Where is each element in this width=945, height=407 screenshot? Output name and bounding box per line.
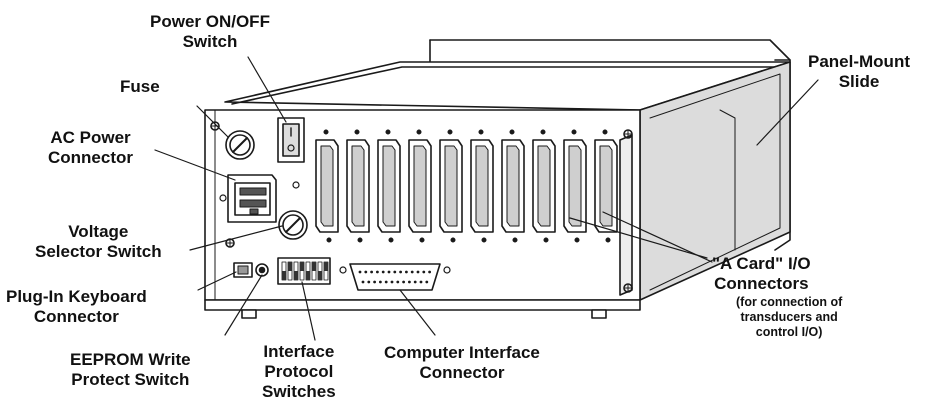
label-a-card-note: (for connection of transducers and contr…: [736, 295, 843, 339]
a-card-slot: [346, 129, 370, 243]
fuse-holder: [225, 130, 255, 160]
a-card-slot: [470, 129, 494, 243]
callout-lines: [154, 56, 819, 341]
ac-power-connector: [219, 174, 300, 223]
a-card-slot: [532, 129, 556, 243]
a-card-slots: [315, 129, 618, 243]
computer-interface-db25: [339, 263, 451, 291]
a-card-slot: [315, 129, 339, 243]
label-voltage-selector: Voltage Selector Switch: [35, 222, 162, 261]
interface-protocol-switch-block: [277, 257, 331, 285]
label-panel-mount-slide: Panel-Mount Slide: [808, 52, 910, 91]
power-switch: [277, 117, 305, 163]
a-card-slot: [377, 129, 401, 243]
voltage-selector: [278, 210, 308, 240]
a-card-slot: [439, 129, 463, 243]
panel-mount-slide: [429, 39, 791, 251]
label-interface-protocol: Interface Protocol Switches: [262, 342, 336, 401]
label-a-card-connectors: "A Card" I/O Connectors: [712, 254, 811, 293]
keyboard-connector: [233, 262, 269, 278]
label-eeprom-switch: EEPROM Write Protect Switch: [70, 350, 191, 389]
a-card-slot: [594, 129, 618, 243]
a-card-slot: [563, 129, 587, 243]
label-fuse: Fuse: [120, 77, 160, 96]
label-ac-power-connector: AC Power Connector: [48, 128, 133, 167]
label-power-switch: Power ON/OFF Switch: [150, 12, 270, 51]
label-computer-interface: Computer Interface Connector: [384, 343, 540, 382]
label-keyboard-connector: Plug-In Keyboard Connector: [6, 287, 147, 326]
a-card-slot: [501, 129, 525, 243]
corner-screws: [210, 121, 633, 293]
a-card-slot: [408, 129, 432, 243]
